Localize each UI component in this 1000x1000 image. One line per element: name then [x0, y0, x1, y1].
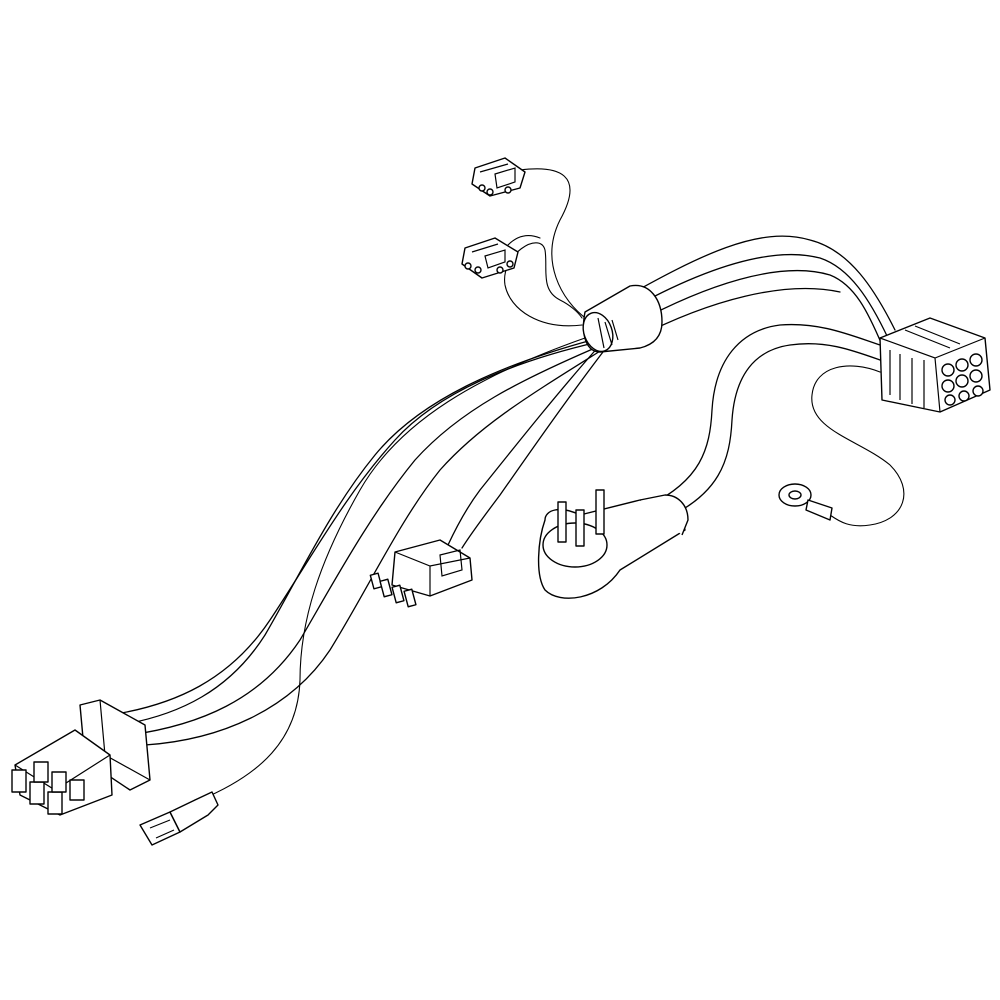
- main-connector-terminals: [11, 761, 85, 815]
- main-connector-bottom-left: [11, 699, 151, 816]
- wire-bundle-main: [109, 168, 905, 801]
- small-connector-top: [471, 157, 526, 197]
- multi-pin-connector-right: [879, 317, 991, 413]
- ring-terminal: [778, 483, 833, 521]
- small-connector-upper: [461, 237, 519, 279]
- connector-pin-face: [941, 353, 984, 406]
- wire-bundle-sleeve: [582, 284, 663, 353]
- mid-connector-pins: [369, 572, 417, 608]
- plug-prongs: [557, 489, 605, 547]
- spade-terminal: [139, 791, 219, 846]
- mid-connector: [369, 539, 473, 608]
- power-plug: [537, 489, 689, 599]
